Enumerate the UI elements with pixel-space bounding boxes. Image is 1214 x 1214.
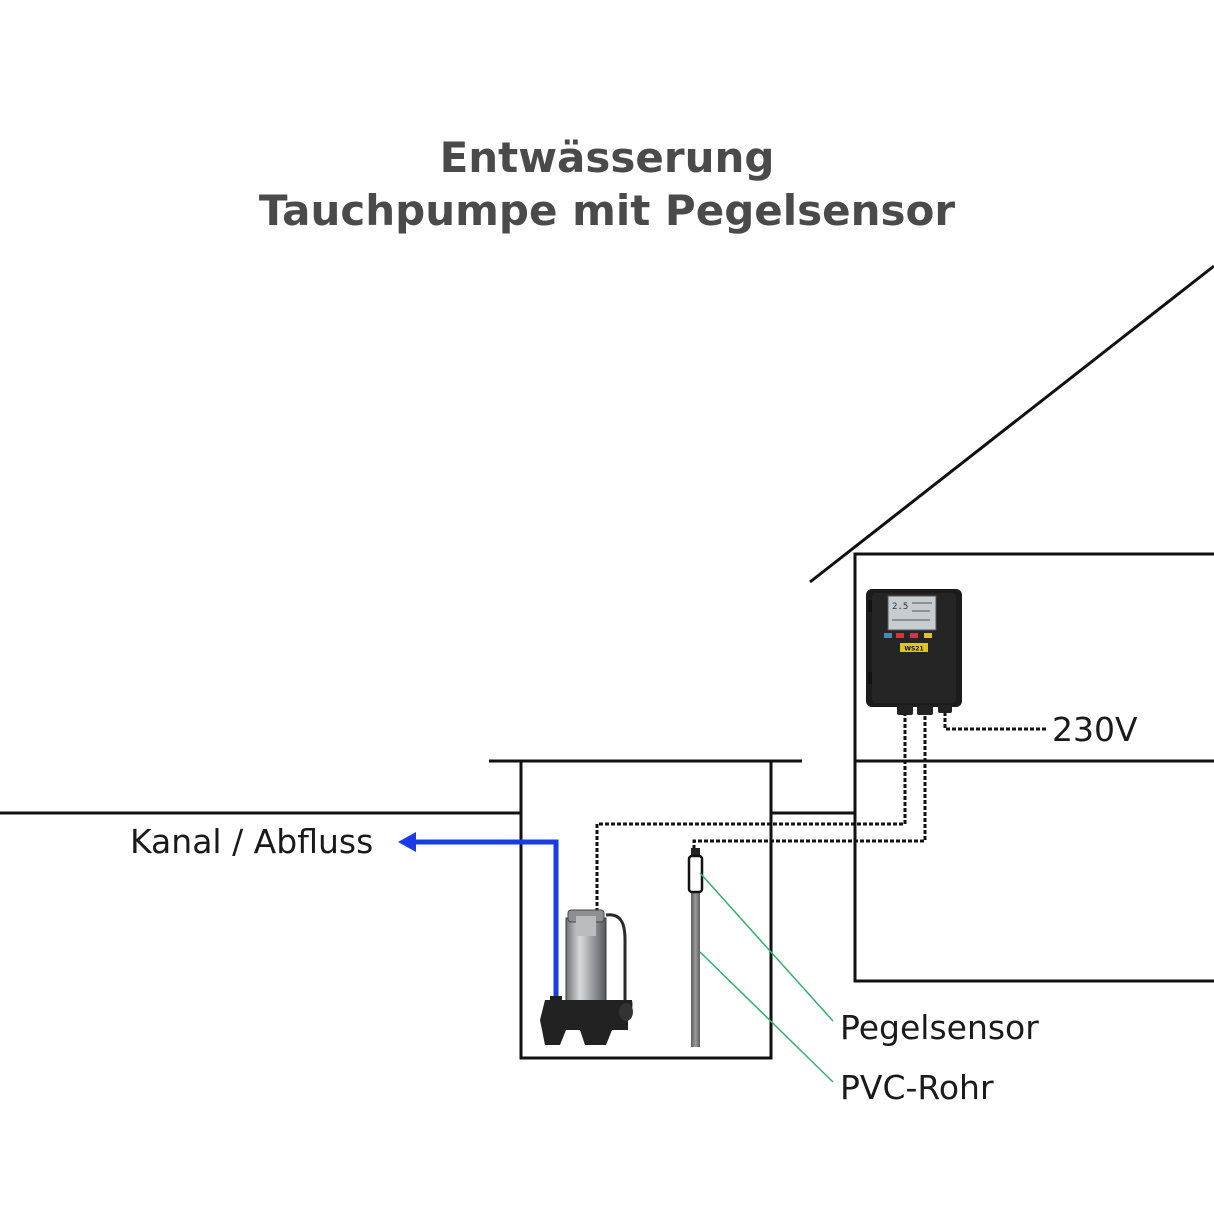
leader-sensor — [699, 872, 834, 1022]
diagram-subtitle: Tauchpumpe mit Pegelsensor — [258, 186, 956, 235]
house-wall-upper — [853, 552, 1214, 983]
leader-lines — [699, 872, 834, 1083]
house-roof — [809, 264, 1214, 584]
controller-model-plate — [900, 643, 928, 652]
button-blue — [884, 633, 892, 638]
sensor-cable — [692, 712, 927, 855]
controller-model: WS21 — [904, 646, 923, 653]
pump-cable — [595, 712, 907, 912]
label-pvc-pipe: PVC-Rohr — [840, 1068, 994, 1107]
leader-pipe — [699, 951, 834, 1083]
power-cable — [943, 712, 1048, 731]
button-red-1 — [896, 633, 904, 638]
discharge-pipe — [398, 832, 559, 1002]
button-yellow — [924, 633, 932, 638]
pump-pit — [489, 759, 802, 1060]
pvc-pipe — [691, 890, 700, 1047]
controller-display — [887, 595, 937, 631]
svg-text:2.5: 2.5 — [892, 602, 908, 612]
label-voltage: 230V — [1052, 710, 1138, 749]
submersible-pump — [540, 909, 633, 1045]
label-level-sensor: Pegelsensor — [840, 1008, 1039, 1047]
level-sensor — [687, 848, 704, 894]
house — [809, 264, 1214, 983]
discharge-arrow-head — [398, 832, 416, 852]
label-drain: Kanal / Abfluss — [130, 822, 374, 861]
button-red-2 — [910, 633, 918, 638]
pump-controller: 2.5 WS21 — [866, 589, 962, 715]
diagram-title: Entwässerung — [439, 133, 775, 182]
